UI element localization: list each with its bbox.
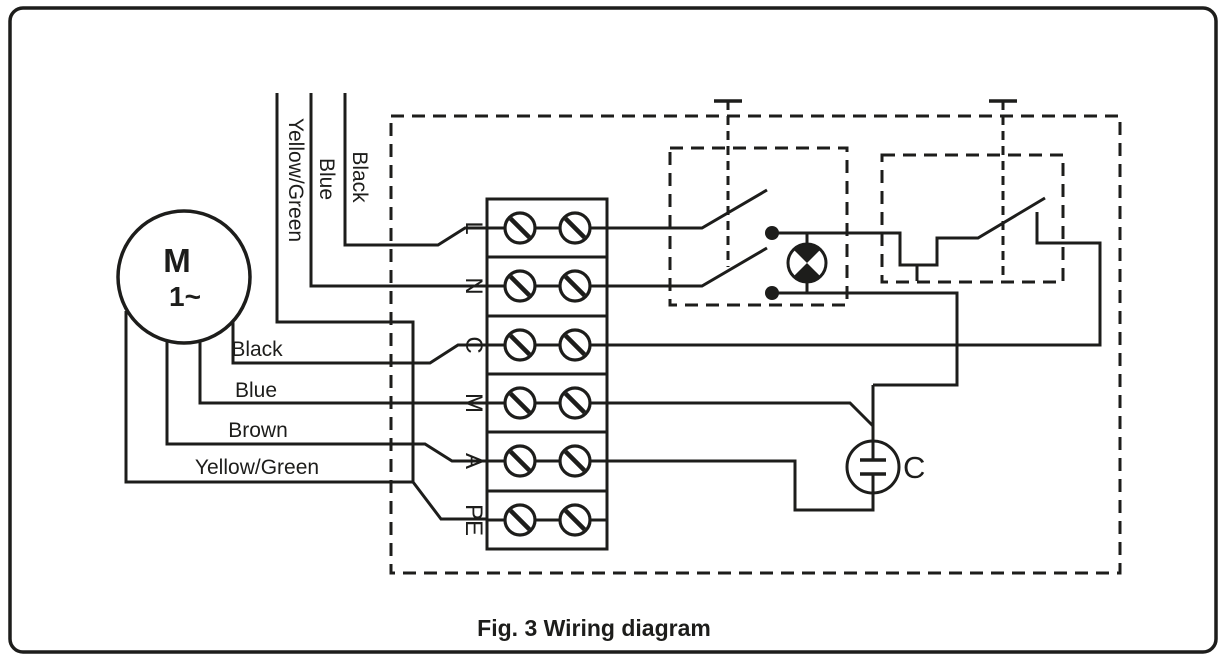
screw-slot-icon <box>508 274 532 298</box>
motor-label: M <box>163 242 191 279</box>
screw-slot-icon <box>563 391 587 415</box>
motor-yellow-green-label: Yellow/Green <box>195 456 319 479</box>
appliance-enclosure-outline <box>389 114 1122 575</box>
motor-lead-wires: Black Blue Brown Yellow/Green <box>124 311 487 521</box>
a-terminal-wire <box>607 459 875 512</box>
screw-slot-icon <box>563 274 587 298</box>
live-switch-blade <box>607 188 768 230</box>
m-terminal-wire <box>607 401 875 428</box>
page-border <box>8 6 1218 654</box>
terminal-label-C: C <box>460 336 487 353</box>
terminal-row-C <box>487 328 607 376</box>
terminal-block: L N C M A PE <box>460 197 609 551</box>
supply-yellow-green-label: Yellow/Green <box>284 118 307 242</box>
supply-black-wire <box>343 93 487 247</box>
thermal-switch-wire <box>772 196 1046 267</box>
terminal-label-L: L <box>460 221 487 234</box>
motor-black-wire <box>231 320 487 365</box>
terminal-row-L <box>487 211 607 259</box>
screw-slot-icon <box>508 391 532 415</box>
terminal-row-A <box>487 444 607 493</box>
thermal-protector-outline <box>880 153 1065 284</box>
motor-blue-wire <box>198 341 487 405</box>
terminal-row-PE <box>487 503 607 537</box>
indicator-lamp <box>786 233 828 293</box>
screw-slot-icon <box>508 508 532 532</box>
lamp-to-capacitor-wire <box>772 291 959 387</box>
supply-blue-label: Blue <box>315 158 338 200</box>
c-return-wire <box>607 212 1102 347</box>
terminal-label-A: A <box>460 453 487 469</box>
motor-black-label: Black <box>231 338 283 361</box>
motor-brown-label: Brown <box>228 419 288 442</box>
screw-slot-icon <box>508 333 532 357</box>
capacitor-label: C <box>903 450 925 485</box>
screw-slot-icon <box>563 216 587 240</box>
terminal-row-M <box>487 386 607 434</box>
power-switch-box <box>607 99 849 307</box>
screw-slot-icon <box>508 449 532 473</box>
supply-blue-wire <box>309 93 487 288</box>
terminal-row-N <box>487 269 607 318</box>
capacitor: C <box>607 385 925 512</box>
motor-circle-icon <box>116 209 252 345</box>
figure-caption: Fig. 3 Wiring diagram <box>477 615 711 641</box>
motor-brown-wire <box>165 341 487 463</box>
lamp-top-sector-icon <box>793 244 821 263</box>
supply-black-label: Black <box>348 151 371 203</box>
supply-wires: Yellow/Green Blue Black <box>275 93 487 482</box>
thermal-protector-box <box>772 99 1065 284</box>
motor-phase-label: 1~ <box>169 281 201 312</box>
screw-slot-icon <box>563 449 587 473</box>
motor-symbol: M 1~ <box>116 209 252 345</box>
screw-slot-icon <box>508 216 532 240</box>
lamp-bottom-sector-icon <box>793 263 821 282</box>
motor-yellow-green-wire <box>124 311 487 521</box>
terminal-label-PE: PE <box>460 504 487 536</box>
screw-slot-icon <box>563 508 587 532</box>
terminal-label-N: N <box>460 277 487 294</box>
neutral-switch-blade <box>607 246 768 288</box>
motor-blue-label: Blue <box>235 379 277 402</box>
terminal-label-M: M <box>460 393 487 413</box>
screw-slot-icon <box>563 333 587 357</box>
